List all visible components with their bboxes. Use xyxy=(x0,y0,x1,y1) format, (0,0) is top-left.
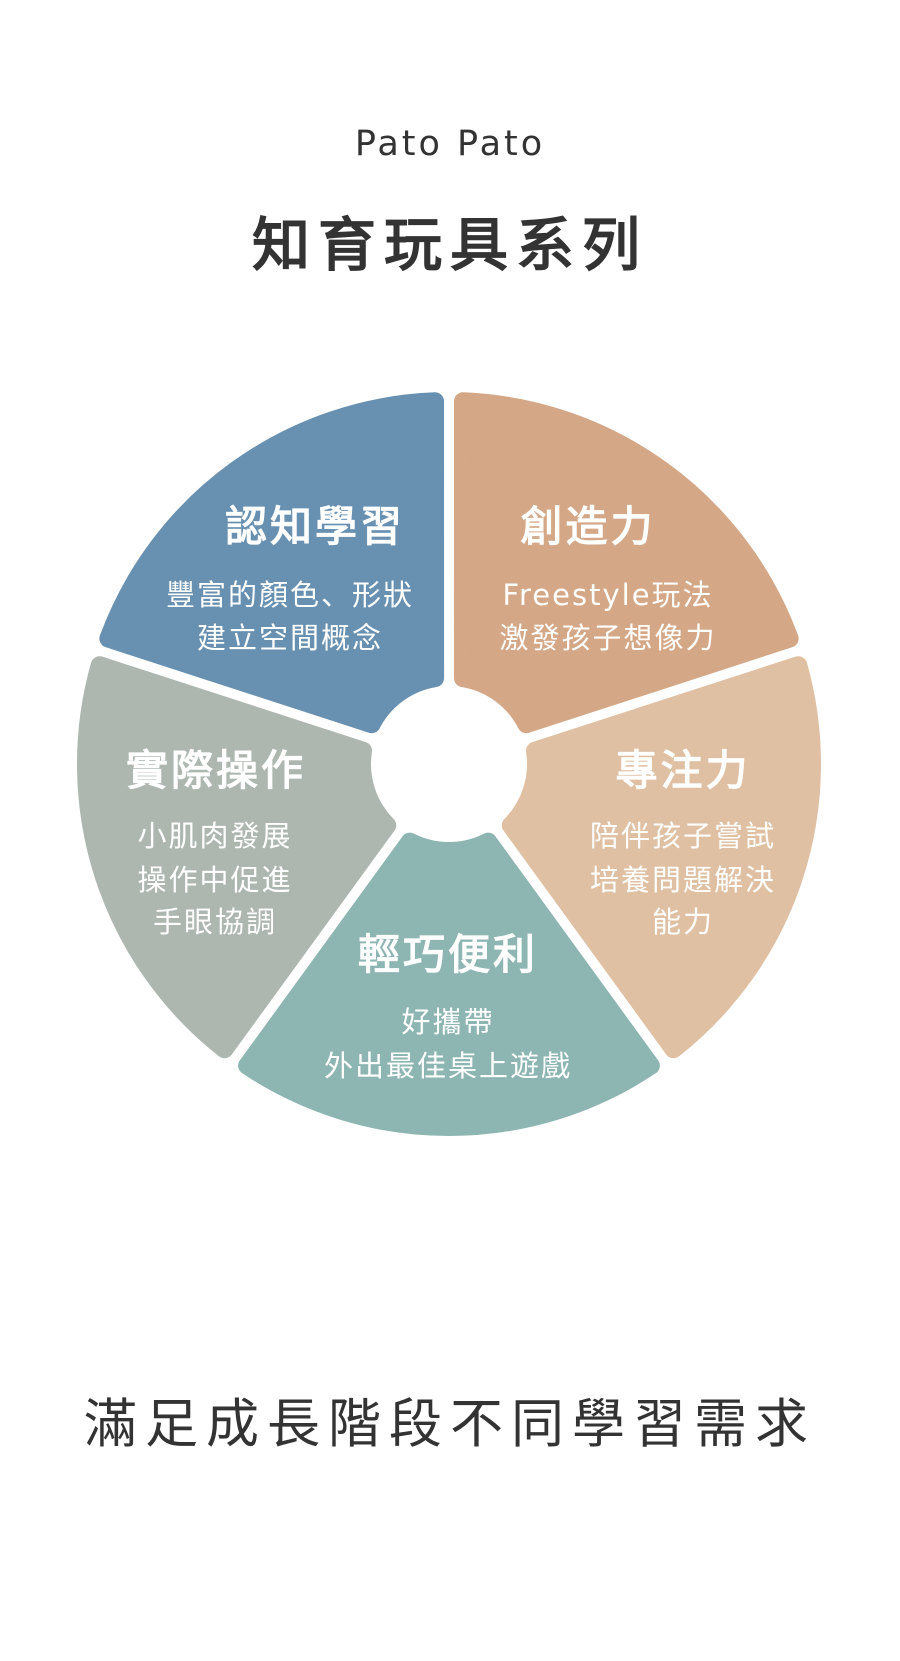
wheel-slice-focus xyxy=(501,656,821,1059)
segment-line: 陪伴孩子嘗試 xyxy=(590,819,776,853)
wheel-slice-creativity xyxy=(453,392,799,734)
brand-name: Pato Pato xyxy=(354,124,546,164)
tagline: 滿足成長階段不同學習需求 xyxy=(84,1394,816,1455)
segment-title: 輕巧便利 xyxy=(358,930,538,979)
segment-title: 創造力 xyxy=(520,502,655,551)
wheel-slice-cognitive xyxy=(99,392,445,734)
wheel-slices xyxy=(77,392,821,1136)
segment-line: 建立空間概念 xyxy=(197,621,383,655)
wheel-slice-portable xyxy=(238,832,660,1136)
segment-line: 外出最佳桌上遊戲 xyxy=(324,1049,572,1083)
segment-line: 好攜帶 xyxy=(401,1005,494,1039)
segment-line: 豐富的顏色、形狀 xyxy=(166,578,414,612)
segment-line: Freestyle玩法 xyxy=(502,578,713,612)
segment-hands-on: 實際操作 小肌肉發展 操作中促進 手眼協調 xyxy=(126,746,306,939)
segment-creativity: 創造力 Freestyle玩法 激發孩子想像力 xyxy=(499,502,716,655)
segment-title: 認知學習 xyxy=(225,502,405,551)
page-title: 知育玩具系列 xyxy=(251,211,648,279)
segment-line: 操作中促進 xyxy=(137,863,292,897)
segment-portable: 輕巧便利 好攜帶 外出最佳桌上遊戲 xyxy=(324,930,572,1083)
segment-line: 激發孩子想像力 xyxy=(499,621,716,655)
segment-line: 手眼協調 xyxy=(153,905,277,939)
segment-cognitive: 認知學習 豐富的顏色、形狀 建立空間概念 xyxy=(166,502,414,655)
segment-focus: 專注力 陪伴孩子嘗試 培養問題解決 能力 xyxy=(590,746,776,939)
segment-line: 能力 xyxy=(652,905,714,939)
wheel-slice-hands-on xyxy=(77,656,397,1059)
segment-title: 專注力 xyxy=(615,746,750,795)
segment-line: 小肌肉發展 xyxy=(137,819,292,853)
segment-title: 實際操作 xyxy=(126,746,306,795)
segment-line: 培養問題解決 xyxy=(590,863,776,897)
